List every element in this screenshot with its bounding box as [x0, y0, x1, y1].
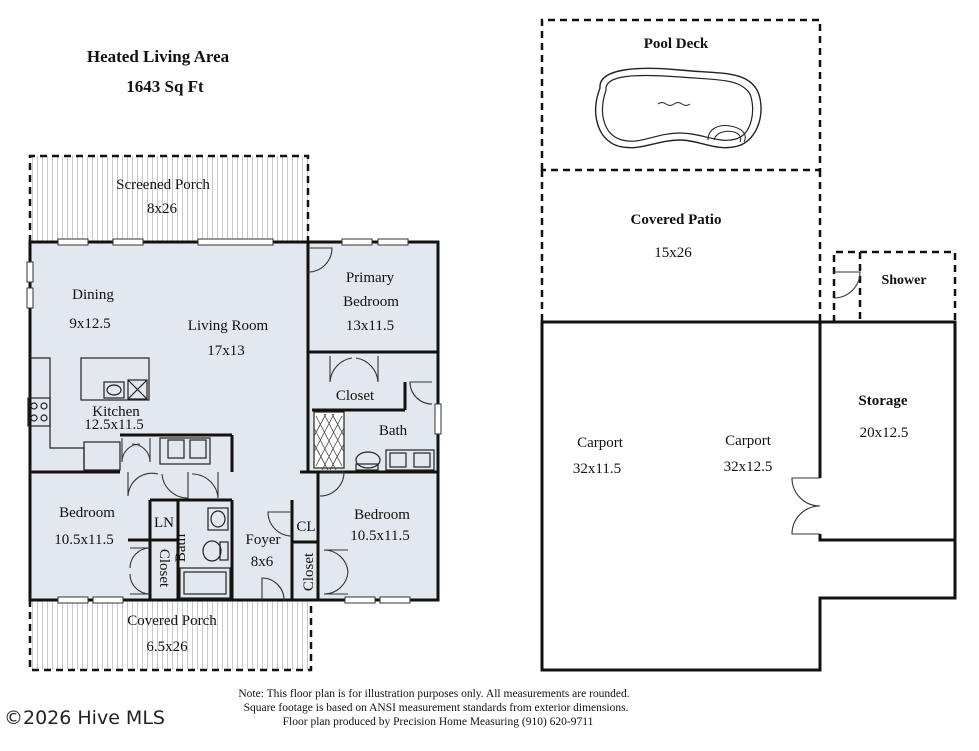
- living-room-name: Living Room: [188, 318, 269, 334]
- carport-left-name: Carport: [577, 435, 624, 451]
- covered-porch-name: Covered Porch: [127, 613, 217, 629]
- dining-size: 9x12.5: [69, 316, 110, 332]
- primary-bedroom-name-1: Primary: [346, 270, 395, 286]
- house-interior: [30, 242, 438, 600]
- primary-bedroom-name-2: Bedroom: [343, 294, 399, 310]
- dining-name: Dining: [72, 287, 114, 303]
- closet-right-name: Closet: [301, 552, 317, 591]
- covered-patio-outline: [540, 170, 822, 322]
- primary-closet-name: Closet: [336, 388, 375, 404]
- bedroom-right-name: Bedroom: [354, 507, 410, 523]
- primary-bedroom-size: 13x11.5: [346, 318, 394, 334]
- hall-bath-fixtures: [179, 507, 231, 599]
- kitchen-name: Kitchen: [92, 404, 140, 420]
- closet-left-name: Closet: [156, 549, 172, 588]
- house-exterior-wall: [28, 240, 440, 602]
- covered-porch-area: [30, 600, 311, 670]
- covered-patio-name: Covered Patio: [631, 212, 722, 228]
- bedroom-left-size: 10.5x11.5: [54, 532, 113, 548]
- hall-bath-name: Bath: [173, 533, 189, 562]
- storage-inner-wall: [818, 322, 955, 542]
- pool-icon: [595, 67, 762, 149]
- living-room-size: 17x13: [207, 343, 245, 359]
- footer-note-3: Floor plan produced by Precision Home Me…: [283, 716, 594, 728]
- interior-walls: [30, 242, 438, 600]
- heading-title: Heated Living Area: [87, 47, 230, 66]
- storage-name: Storage: [858, 393, 907, 409]
- foyer-name: Foyer: [246, 532, 281, 548]
- primary-bath-fixtures: [313, 411, 435, 471]
- carport-right-size: 32x12.5: [724, 459, 773, 475]
- kitchen-size: 12.5x11.5: [84, 417, 143, 433]
- outbuilding-doors: [791, 271, 861, 535]
- shower-name: Shower: [881, 273, 926, 288]
- covered-patio-size: 15x26: [654, 245, 692, 261]
- footer-note-2: Square footage is based on ANSI measurem…: [244, 702, 629, 714]
- watermark: ©2026 Hive MLS: [4, 707, 165, 729]
- foyer-size: 8x6: [251, 554, 274, 570]
- windows: [26, 238, 442, 604]
- screened-porch-name: Screened Porch: [116, 177, 210, 193]
- storage-size: 20x12.5: [860, 425, 909, 441]
- pool-deck-name: Pool Deck: [644, 36, 709, 52]
- carport-left-size: 32x11.5: [573, 461, 621, 477]
- footer-note-1: Note: This floor plan is for illustratio…: [238, 688, 629, 700]
- covered-porch-size: 6.5x26: [146, 639, 188, 655]
- carport-right-name: Carport: [725, 433, 772, 449]
- linen-closet-name: LN: [154, 515, 174, 531]
- bedroom-right-size: 10.5x11.5: [350, 528, 409, 544]
- heading-area: 1643 Sq Ft: [126, 77, 204, 96]
- screened-porch-size: 8x26: [147, 201, 178, 217]
- bedroom-left-name: Bedroom: [59, 505, 115, 521]
- primary-bath-name: Bath: [379, 423, 408, 439]
- carport-storage-wall: [540, 320, 957, 672]
- screened-porch-area: [30, 156, 308, 242]
- kitchen-fixtures: [27, 357, 211, 472]
- coat-closet-name: CL: [296, 519, 315, 535]
- pool-deck-outline: [540, 18, 822, 172]
- doors: [121, 247, 433, 601]
